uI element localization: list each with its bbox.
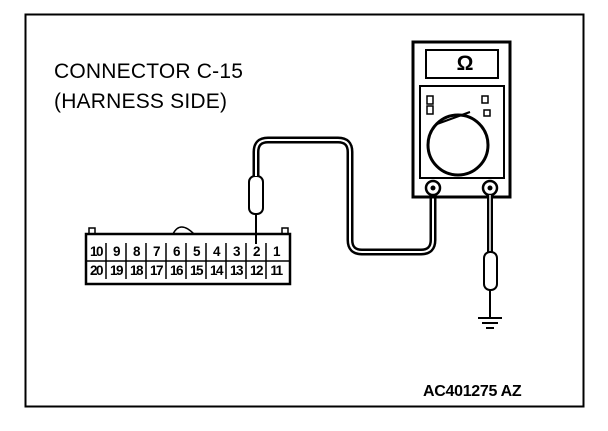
pin-number: 16 — [169, 263, 184, 278]
ohmmeter-dial-pointer — [436, 111, 471, 125]
ohmmeter-range-marker-2 — [426, 105, 434, 115]
probe-ground-side — [483, 251, 498, 312]
ohm-symbol: Ω — [456, 52, 474, 75]
pin-number: 4 — [212, 244, 221, 259]
pin-number: 1 — [272, 244, 281, 259]
ohmmeter-dial — [426, 113, 490, 177]
connector-c15 — [84, 226, 292, 286]
ohmmeter-range-marker-3 — [481, 95, 489, 104]
figure-code: AC401275 AZ — [423, 383, 522, 400]
ohmmeter-range-marker-1 — [426, 95, 434, 105]
connector-pin-grid — [105, 243, 267, 279]
pin-number: 2 — [252, 244, 261, 259]
pin-number: 6 — [172, 244, 181, 259]
ohmmeter — [411, 40, 512, 199]
pin-number: 5 — [192, 244, 201, 259]
ohmmeter-range-marker-4 — [483, 109, 491, 117]
pin-number: 8 — [132, 244, 141, 259]
pin-number: 19 — [109, 263, 124, 278]
figure-border — [24, 13, 585, 408]
probe-grip — [248, 175, 264, 215]
pin-number: 14 — [209, 263, 224, 278]
pin-number: 9 — [112, 244, 121, 259]
connector-latch-left — [88, 227, 96, 235]
pin-number: 12 — [249, 263, 264, 278]
ground-symbol — [478, 312, 502, 329]
pin-number: 13 — [229, 263, 244, 278]
ground-probe-grip — [483, 251, 498, 291]
connector-lock-tab — [172, 226, 195, 235]
pin-number: 11 — [270, 263, 283, 278]
pin-number: 7 — [152, 244, 161, 259]
connector-latch-right — [281, 227, 289, 235]
connector-housing — [84, 232, 292, 286]
probe-connector-side — [248, 175, 264, 244]
pin-number: 3 — [232, 244, 241, 259]
ohmmeter-panel — [419, 85, 505, 179]
pin-number: 10 — [89, 244, 104, 259]
ohmmeter-display — [425, 49, 499, 79]
pin-number: 17 — [149, 263, 164, 278]
pin-number: 20 — [89, 263, 104, 278]
diagram-subtitle: (HARNESS SIDE) — [54, 90, 228, 113]
ohmmeter-body — [411, 40, 512, 199]
pin-number: 15 — [189, 263, 204, 278]
diagram-title: CONNECTOR C-15 — [54, 60, 244, 83]
pin-number: 18 — [129, 263, 144, 278]
